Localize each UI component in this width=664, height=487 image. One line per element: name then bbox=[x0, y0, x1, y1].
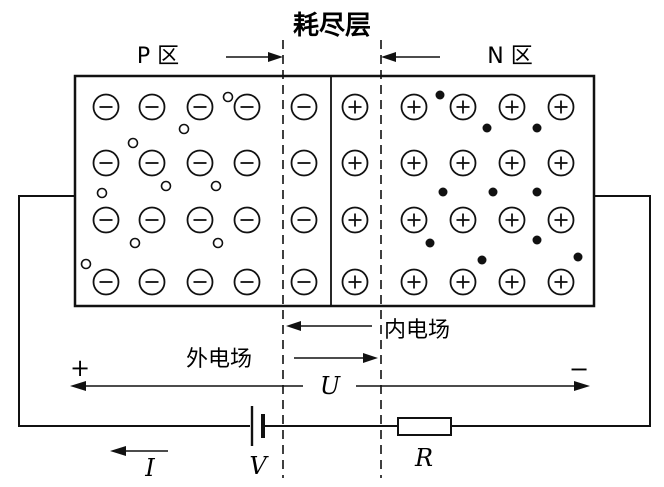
current-i-label: I bbox=[144, 454, 155, 482]
hole bbox=[129, 237, 141, 249]
negative-ion bbox=[186, 93, 214, 121]
positive-ion bbox=[341, 149, 369, 177]
electron bbox=[425, 238, 435, 248]
positive-ion bbox=[498, 268, 526, 296]
negative-ion bbox=[92, 268, 120, 296]
positive-ion bbox=[498, 149, 526, 177]
n-region-label: N 区 bbox=[487, 44, 532, 69]
positive-ion bbox=[449, 149, 477, 177]
internal-field-label: 内电场 bbox=[384, 318, 450, 343]
electron bbox=[532, 187, 542, 197]
depletion-layer-label: 耗尽层 bbox=[293, 11, 371, 41]
voltage-label-background bbox=[306, 372, 354, 400]
positive-ion bbox=[547, 93, 575, 121]
electron bbox=[438, 187, 448, 197]
negative-ion bbox=[92, 149, 120, 177]
negative-ion bbox=[186, 149, 214, 177]
positive-ion bbox=[449, 93, 477, 121]
p-region-label: P 区 bbox=[137, 44, 179, 69]
negative-ion bbox=[290, 268, 318, 296]
positive-ion-group bbox=[341, 93, 575, 296]
negative-ion bbox=[138, 206, 166, 234]
negative-ion bbox=[186, 206, 214, 234]
electron bbox=[482, 123, 492, 133]
negative-ion bbox=[233, 149, 261, 177]
right-circuit-wire bbox=[451, 195, 651, 427]
semiconductor-block bbox=[73, 74, 596, 308]
positive-ion bbox=[547, 149, 575, 177]
depletion-left-arrowhead bbox=[268, 52, 283, 62]
negative-ion bbox=[290, 149, 318, 177]
voltage-arrowhead-right bbox=[574, 381, 590, 391]
electron bbox=[532, 235, 542, 245]
negative-ion bbox=[290, 93, 318, 121]
hole bbox=[127, 137, 139, 149]
left-circuit-wire bbox=[18, 195, 250, 427]
battery-v-label: V bbox=[249, 452, 269, 480]
hole bbox=[80, 258, 92, 270]
positive-ion bbox=[547, 268, 575, 296]
resistor bbox=[397, 417, 452, 436]
positive-ion bbox=[498, 93, 526, 121]
external-field-label: 外电场 bbox=[186, 347, 252, 372]
negative-ion bbox=[233, 93, 261, 121]
negative-ion bbox=[92, 93, 120, 121]
negative-ion bbox=[290, 206, 318, 234]
electron bbox=[435, 90, 445, 100]
positive-ion bbox=[547, 206, 575, 234]
positive-ion bbox=[400, 93, 428, 121]
positive-ion bbox=[400, 268, 428, 296]
voltage-plus-sign: + bbox=[70, 354, 90, 382]
negative-ion bbox=[138, 93, 166, 121]
positive-ion bbox=[341, 268, 369, 296]
electron-group bbox=[425, 90, 583, 265]
hole bbox=[222, 91, 234, 103]
negative-ion bbox=[233, 268, 261, 296]
hole bbox=[178, 123, 190, 135]
external-field-arrowhead bbox=[363, 353, 378, 363]
negative-ion bbox=[186, 268, 214, 296]
resistor-r-label: R bbox=[414, 444, 433, 472]
negative-ion-group bbox=[92, 93, 318, 296]
electron bbox=[488, 187, 498, 197]
hole bbox=[160, 180, 172, 192]
negative-ion bbox=[92, 206, 120, 234]
electron bbox=[477, 255, 487, 265]
internal-field-arrowhead bbox=[286, 321, 301, 331]
current-arrowhead bbox=[110, 446, 126, 456]
depletion-right-arrowhead bbox=[381, 52, 396, 62]
hole bbox=[96, 187, 108, 199]
negative-ion bbox=[138, 268, 166, 296]
positive-ion bbox=[498, 206, 526, 234]
positive-ion bbox=[449, 206, 477, 234]
positive-ion bbox=[341, 206, 369, 234]
voltage-arrowhead-left bbox=[70, 381, 86, 391]
hole-group bbox=[80, 91, 234, 270]
positive-ion bbox=[341, 93, 369, 121]
negative-ion bbox=[233, 206, 261, 234]
negative-ion bbox=[138, 149, 166, 177]
electron bbox=[573, 252, 583, 262]
voltage-u-label: U bbox=[320, 372, 341, 400]
electron bbox=[532, 123, 542, 133]
positive-ion bbox=[449, 268, 477, 296]
hole bbox=[210, 180, 222, 192]
hole bbox=[212, 237, 224, 249]
positive-ion bbox=[400, 206, 428, 234]
voltage-minus-sign: − bbox=[569, 355, 589, 383]
positive-ion bbox=[400, 149, 428, 177]
